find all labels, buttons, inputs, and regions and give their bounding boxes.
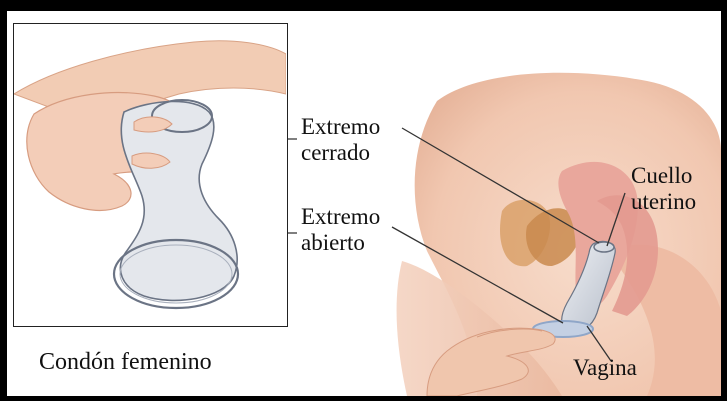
label-open-end-line2: abierto bbox=[301, 230, 380, 256]
label-closed-end: Extremo cerrado bbox=[301, 114, 380, 166]
label-cervix: Cuello uterino bbox=[631, 163, 696, 215]
label-open-end-line1: Extremo bbox=[301, 204, 380, 230]
inset-caption: Condón femenino bbox=[39, 349, 212, 376]
inset-illustration bbox=[14, 24, 286, 325]
label-vagina: Vagina bbox=[573, 355, 637, 381]
inset-panel bbox=[13, 23, 288, 327]
label-cervix-line1: Cuello bbox=[631, 163, 696, 189]
label-closed-end-line2: cerrado bbox=[301, 140, 380, 166]
label-cervix-line2: uterino bbox=[631, 189, 696, 215]
label-closed-end-line1: Extremo bbox=[301, 114, 380, 140]
label-open-end: Extremo abierto bbox=[301, 204, 380, 256]
